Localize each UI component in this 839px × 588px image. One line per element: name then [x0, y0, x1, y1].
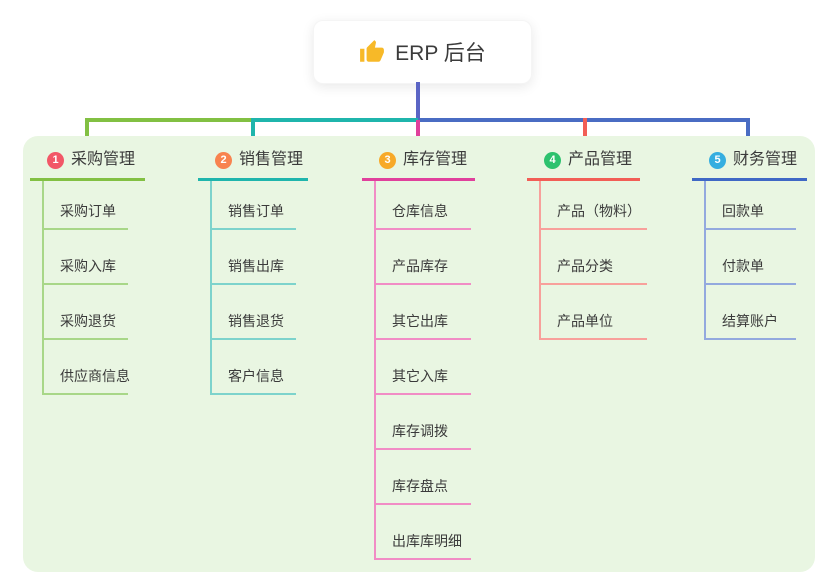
branch-header-inventory[interactable]: 3 库存管理	[362, 148, 475, 181]
mindmap-child-node[interactable]: 客户信息	[212, 340, 296, 395]
branch-children: 采购订单 采购入库 采购退货 供应商信息	[42, 181, 130, 395]
mindmap-child-node[interactable]: 采购入库	[44, 230, 128, 285]
branch-label: 销售管理	[239, 151, 304, 168]
root-node[interactable]: ERP 后台	[313, 20, 532, 84]
mindmap-child-node[interactable]: 仓库信息	[376, 181, 471, 230]
branch-children: 产品（物料） 产品分类 产品单位	[539, 181, 647, 340]
mindmap-child-node[interactable]: 销售订单	[212, 181, 296, 230]
connector-root-stem	[416, 82, 420, 122]
branch-header-product[interactable]: 4 产品管理	[527, 148, 640, 181]
connector-drop-sales	[251, 118, 255, 144]
mindmap-child-node[interactable]: 供应商信息	[44, 340, 130, 395]
connector-bar-sales	[252, 118, 418, 122]
branch-finance: 5 财务管理 回款单 付款单 结算账户	[692, 148, 807, 340]
mindmap-child-node[interactable]: 库存调拨	[376, 395, 471, 450]
connector-bar-purchase	[85, 118, 252, 122]
mindmap-child-node[interactable]: 销售退货	[212, 285, 296, 340]
mindmap-child-node[interactable]: 销售出库	[212, 230, 296, 285]
branch-badge: 4	[544, 151, 561, 169]
branch-header-purchase[interactable]: 1 采购管理	[30, 148, 145, 181]
branch-children: 销售订单 销售出库 销售退货 客户信息	[210, 181, 296, 395]
branch-header-sales[interactable]: 2 销售管理	[198, 148, 308, 181]
branch-purchase: 1 采购管理 采购订单 采购入库 采购退货 供应商信息	[30, 148, 145, 395]
branch-label: 产品管理	[568, 151, 633, 168]
branch-children: 回款单 付款单 结算账户	[704, 181, 796, 340]
mindmap-child-node[interactable]: 出库库明细	[376, 505, 471, 560]
mindmap-child-node[interactable]: 其它入库	[376, 340, 471, 395]
mindmap-child-node[interactable]: 产品分类	[541, 230, 647, 285]
mindmap-child-node[interactable]: 付款单	[706, 230, 796, 285]
connector-drop-finance	[746, 118, 750, 144]
branch-badge: 3	[379, 151, 396, 169]
branch-label: 库存管理	[403, 151, 468, 168]
branch-inventory: 3 库存管理 仓库信息 产品库存 其它出库 其它入库 库存调拨 库存盘点 出库库…	[362, 148, 475, 560]
mindmap-child-node[interactable]: 结算账户	[706, 285, 796, 340]
branches-panel	[23, 136, 815, 572]
root-label: ERP 后台	[395, 42, 486, 65]
branch-header-finance[interactable]: 5 财务管理	[692, 148, 807, 181]
mindmap-child-node[interactable]: 产品（物料）	[541, 181, 647, 230]
mindmap-child-node[interactable]: 回款单	[706, 181, 796, 230]
branch-badge: 5	[709, 151, 726, 169]
branch-sales: 2 销售管理 销售订单 销售出库 销售退货 客户信息	[198, 148, 308, 395]
branch-badge: 1	[47, 151, 64, 169]
thumbs-up-icon	[360, 40, 385, 62]
mindmap-child-node[interactable]: 产品单位	[541, 285, 647, 340]
branch-label: 采购管理	[71, 151, 136, 168]
branch-children: 仓库信息 产品库存 其它出库 其它入库 库存调拨 库存盘点 出库库明细	[374, 181, 471, 560]
branch-label: 财务管理	[733, 151, 798, 168]
connector-drop-product	[583, 118, 587, 144]
mindmap-child-node[interactable]: 采购订单	[44, 181, 128, 230]
branch-product: 4 产品管理 产品（物料） 产品分类 产品单位	[527, 148, 647, 340]
mindmap-child-node[interactable]: 其它出库	[376, 285, 471, 340]
connector-drop-inventory	[416, 120, 420, 146]
connector-drop-purchase	[85, 118, 89, 144]
mindmap-child-node[interactable]: 产品库存	[376, 230, 471, 285]
mindmap-child-node[interactable]: 采购退货	[44, 285, 128, 340]
branch-badge: 2	[215, 151, 232, 169]
mindmap-child-node[interactable]: 库存盘点	[376, 450, 471, 505]
